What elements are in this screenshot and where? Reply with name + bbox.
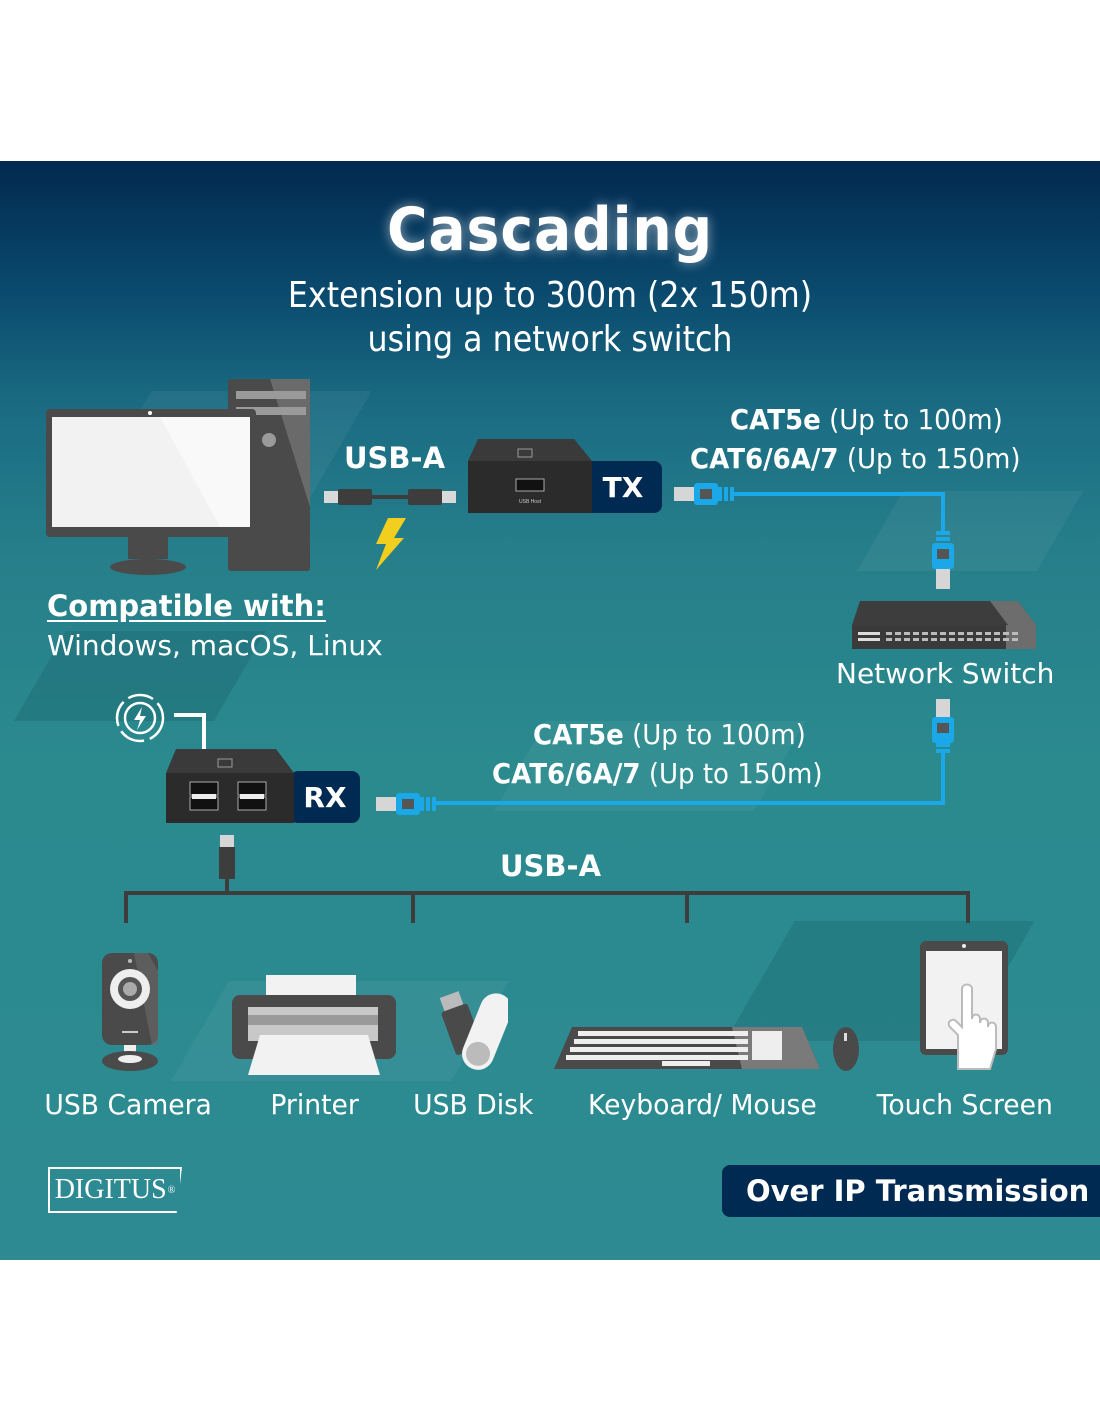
over-ip-badge: Over IP Transmission [722,1165,1100,1217]
usb-disk-icon [439,991,508,1070]
usb-cable-icon [324,489,456,505]
cable-type: CAT6/6A/7 [492,757,641,790]
over-ip-label: Over IP Transmission [746,1174,1090,1208]
ethernet-cable-top [674,483,954,589]
cable-spec-bottom-1: CAT5e (Up to 100m) [533,718,806,751]
power-adapter-icon [115,693,206,753]
rx-receiver-device [166,749,294,823]
ethernet-cable-bottom [376,699,954,815]
infographic-canvas: Cascading Extension up to 300m (2x 150m)… [0,161,1100,1260]
usb-a-label-top: USB-A [344,441,446,475]
rx-badge: RX [290,771,360,823]
usb-distribution-bus [124,835,970,923]
computer-icon [46,379,310,575]
cable-type: CAT5e [730,403,821,436]
network-switch-label: Network Switch [836,657,1055,690]
cable-type: CAT6/6A/7 [690,442,839,475]
device-label-printer: Printer [270,1088,359,1121]
compatible-heading: Compatible with: [47,589,326,623]
cable-spec-bottom-2: CAT6/6A/7 (Up to 150m) [492,757,822,790]
brand-name: DIGITUS [54,1174,167,1205]
subtitle-line-2: using a network switch [367,319,733,360]
registered-mark: ® [167,1184,176,1196]
usb-a-label-bottom: USB-A [500,849,602,883]
device-label-keyboard-mouse: Keyboard/ Mouse [588,1088,817,1121]
tx-badge: TX [584,461,662,513]
cable-length: (Up to 150m) [838,442,1021,475]
printer-icon [232,975,396,1075]
keyboard-mouse-icon [554,1027,859,1071]
touch-screen-icon [920,941,1008,1070]
cable-type: CAT5e [533,718,624,751]
cable-spec-top-2: CAT6/6A/7 (Up to 150m) [690,442,1020,475]
power-bolt-icon [376,518,406,570]
page-title: Cascading [386,195,714,265]
webcam-icon [102,953,158,1071]
cable-length: (Up to 100m) [623,718,806,751]
cable-spec-top-1: CAT5e (Up to 100m) [730,403,1003,436]
tx-transmitter-device: USB Host [468,439,592,513]
cable-length: (Up to 100m) [820,403,1003,436]
cable-length: (Up to 150m) [640,757,823,790]
subtitle-line-1: Extension up to 300m (2x 150m) [287,275,813,316]
device-label-usb-disk: USB Disk [413,1088,534,1121]
network-switch-icon [852,601,1036,649]
svg-text:USB Host: USB Host [519,499,542,505]
device-label-usb-camera: USB Camera [44,1088,212,1121]
compatible-systems: Windows, macOS, Linux [47,629,383,662]
device-label-touch-screen: Touch Screen [876,1088,1053,1121]
digitus-logo: DIGITUS® [48,1167,182,1213]
